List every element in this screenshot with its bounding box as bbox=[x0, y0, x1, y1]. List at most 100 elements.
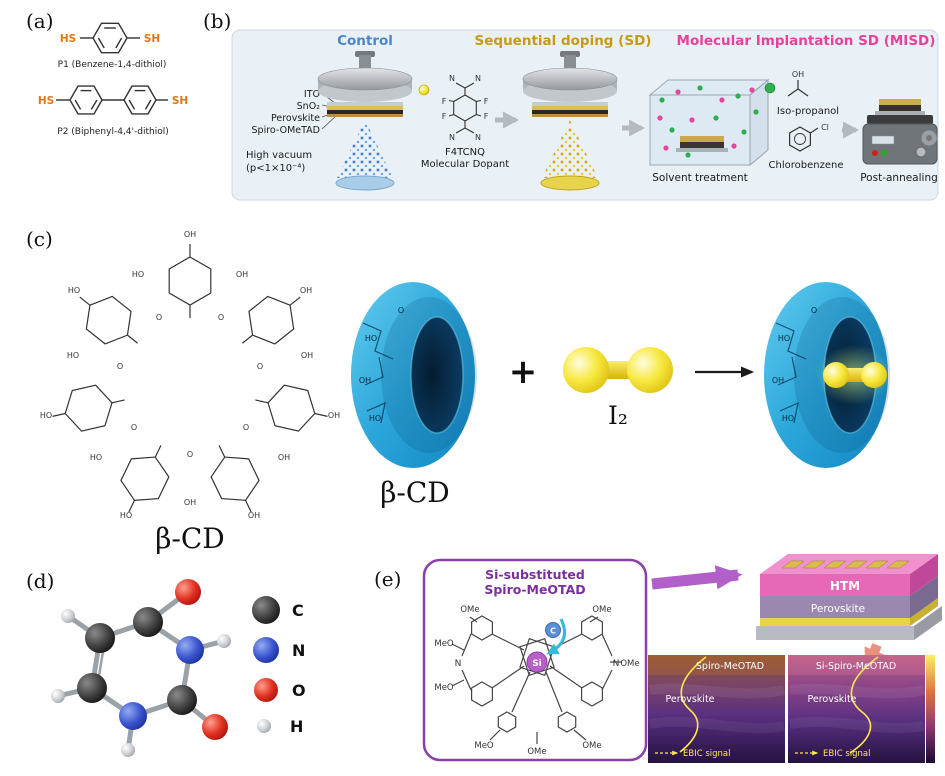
legend-carbon-label: C bbox=[292, 601, 304, 620]
molecule-atoms bbox=[51, 579, 231, 757]
panel-e: (e) Si-substituted Spiro-MeOTAD bbox=[374, 554, 942, 763]
included-iodine-atom bbox=[823, 362, 849, 388]
sample-in-solvent bbox=[676, 136, 728, 152]
gold-electrodes bbox=[781, 560, 910, 569]
ring-label: OH bbox=[248, 511, 260, 520]
oxygen-atom bbox=[202, 714, 228, 740]
legend-nitrogen-label: N bbox=[292, 641, 305, 660]
legend-oxygen-sphere bbox=[254, 678, 278, 702]
ring-label: OH bbox=[301, 351, 313, 360]
p2-thiol-right: SH bbox=[172, 95, 188, 107]
annealing-caption: Post-annealing bbox=[860, 172, 938, 184]
solvent-caption: Solvent treatment bbox=[652, 172, 747, 184]
silicon-circle-label: Si bbox=[532, 659, 542, 669]
ring-oxygen: O bbox=[117, 362, 123, 371]
ome-label: OMe bbox=[620, 659, 639, 669]
atom-legend: C N O H bbox=[252, 596, 306, 736]
ring-oxygen: O bbox=[218, 313, 224, 322]
p2-thiol-left: HS bbox=[38, 95, 54, 107]
yellow-spray bbox=[542, 120, 598, 178]
ebic-right-layer: Perovskite bbox=[807, 694, 856, 705]
p1-thiol-right: SH bbox=[144, 33, 160, 45]
f4tcnq-molecule: N N N N F F F F F4TCNQ Molecular Dopant bbox=[418, 74, 509, 170]
plus-sign: + bbox=[509, 352, 538, 392]
p1-structure bbox=[80, 22, 140, 54]
ebic-image-left: Spiro-MeOTAD Perovskite EBIC signal bbox=[648, 655, 786, 763]
panel-e-label: (e) bbox=[374, 567, 401, 591]
hotplate-display bbox=[871, 135, 895, 145]
layer-label-ito: ITO bbox=[304, 89, 320, 100]
torus-label: HO bbox=[778, 334, 790, 343]
solvent-legend: OH Iso-propanol Cl Chlorobenzene bbox=[764, 70, 843, 171]
blue-spray bbox=[337, 120, 393, 178]
f4tcnq-n2: N bbox=[475, 74, 481, 83]
panel-c: (c) OH OH OH OH HO HO HO OH OH OH OH HO … bbox=[26, 227, 892, 555]
biphenyl-ring-2 bbox=[123, 85, 157, 115]
bcd-2d-structure: OH OH OH OH HO HO HO OH OH OH OH HO HO H… bbox=[40, 230, 340, 555]
bcd-iodine-complex: HO OH HO O bbox=[763, 281, 892, 469]
ring-oxygen: O bbox=[131, 423, 137, 432]
ring-oxygen: O bbox=[257, 362, 263, 371]
sd-evaporator bbox=[522, 50, 618, 191]
iodine-molecule bbox=[563, 347, 673, 393]
device-stack: HTM Perovskite bbox=[756, 554, 942, 640]
chlorobenzene-cl: Cl bbox=[821, 123, 829, 132]
ome-label: MeO bbox=[474, 741, 494, 751]
box-title-2: Spiro-MeOTAD bbox=[484, 582, 585, 597]
control-evaporator bbox=[317, 50, 413, 191]
nitrogen-atom bbox=[119, 702, 147, 730]
ebic-left-layer: Perovskite bbox=[665, 694, 714, 705]
misd-title: Molecular Implantation SD (MISD) bbox=[677, 33, 936, 49]
vacuum-label-2: (p<1×10⁻⁴) bbox=[246, 163, 305, 174]
f4tcnq-f1: F bbox=[442, 97, 447, 106]
hydrogen-atom bbox=[121, 743, 135, 757]
ring-label: HO bbox=[67, 351, 79, 360]
f4tcnq-f3: F bbox=[484, 97, 489, 106]
chlorobenzene-structure bbox=[788, 126, 819, 152]
amine-n-right: N bbox=[613, 659, 620, 669]
hotplate-red-button bbox=[872, 150, 878, 156]
silicon-circle bbox=[526, 651, 548, 673]
legend-carbon-sphere bbox=[252, 596, 280, 624]
isopropanol-label: Iso-propanol bbox=[777, 106, 839, 117]
ebic-right-signal: EBIC signal bbox=[823, 749, 871, 759]
si-spiro-box: Si-substituted Spiro-MeOTAD bbox=[422, 558, 648, 762]
solvent-treatment-box: Solvent treatment bbox=[648, 78, 770, 184]
ome-label: MeO bbox=[434, 683, 454, 693]
panel-c-label: (c) bbox=[26, 227, 53, 251]
ring-oxygen: O bbox=[243, 423, 249, 432]
amine-n-left: N bbox=[455, 659, 462, 669]
hotplate: Post-annealing bbox=[860, 99, 938, 184]
panel-d: (d) bbox=[26, 569, 306, 757]
legend-oxygen-label: O bbox=[292, 681, 306, 700]
f4tcnq-f2: F bbox=[442, 112, 447, 121]
ring-label: HO bbox=[132, 270, 144, 279]
ring-label: OH bbox=[184, 230, 196, 239]
ring-oxygen: O bbox=[187, 450, 193, 459]
torus-label: O bbox=[398, 306, 404, 315]
dopant-name: F4TCNQ bbox=[445, 147, 485, 158]
legend-nitrogen-sphere bbox=[253, 637, 279, 663]
hydrogen-atom bbox=[61, 609, 75, 623]
iodine-atom bbox=[563, 347, 609, 393]
carbon-atom bbox=[133, 607, 163, 637]
ring-label: HO bbox=[90, 453, 102, 462]
hydrogen-atom bbox=[217, 634, 231, 648]
hydrogen-atom bbox=[51, 689, 65, 703]
torus-label: HO bbox=[782, 414, 794, 423]
legend-hydrogen-label: H bbox=[290, 717, 303, 736]
isopropanol-oh: OH bbox=[792, 70, 804, 79]
control-substrate bbox=[335, 175, 395, 191]
ring-label: OH bbox=[278, 453, 290, 462]
ome-label: OMe bbox=[527, 747, 546, 757]
iodine-atom bbox=[627, 347, 673, 393]
ring-label: OH bbox=[184, 498, 196, 507]
ring-label: OH bbox=[236, 270, 248, 279]
iodine-label: I₂ bbox=[608, 401, 628, 430]
ring-oxygen: O bbox=[156, 313, 162, 322]
ebic-left-title: Spiro-MeOTAD bbox=[696, 661, 764, 672]
arrow-to-stack bbox=[651, 565, 743, 590]
isopropanol-dot bbox=[764, 82, 776, 94]
biphenyl-ring-1 bbox=[69, 85, 103, 115]
panel-d-label: (d) bbox=[26, 569, 54, 593]
